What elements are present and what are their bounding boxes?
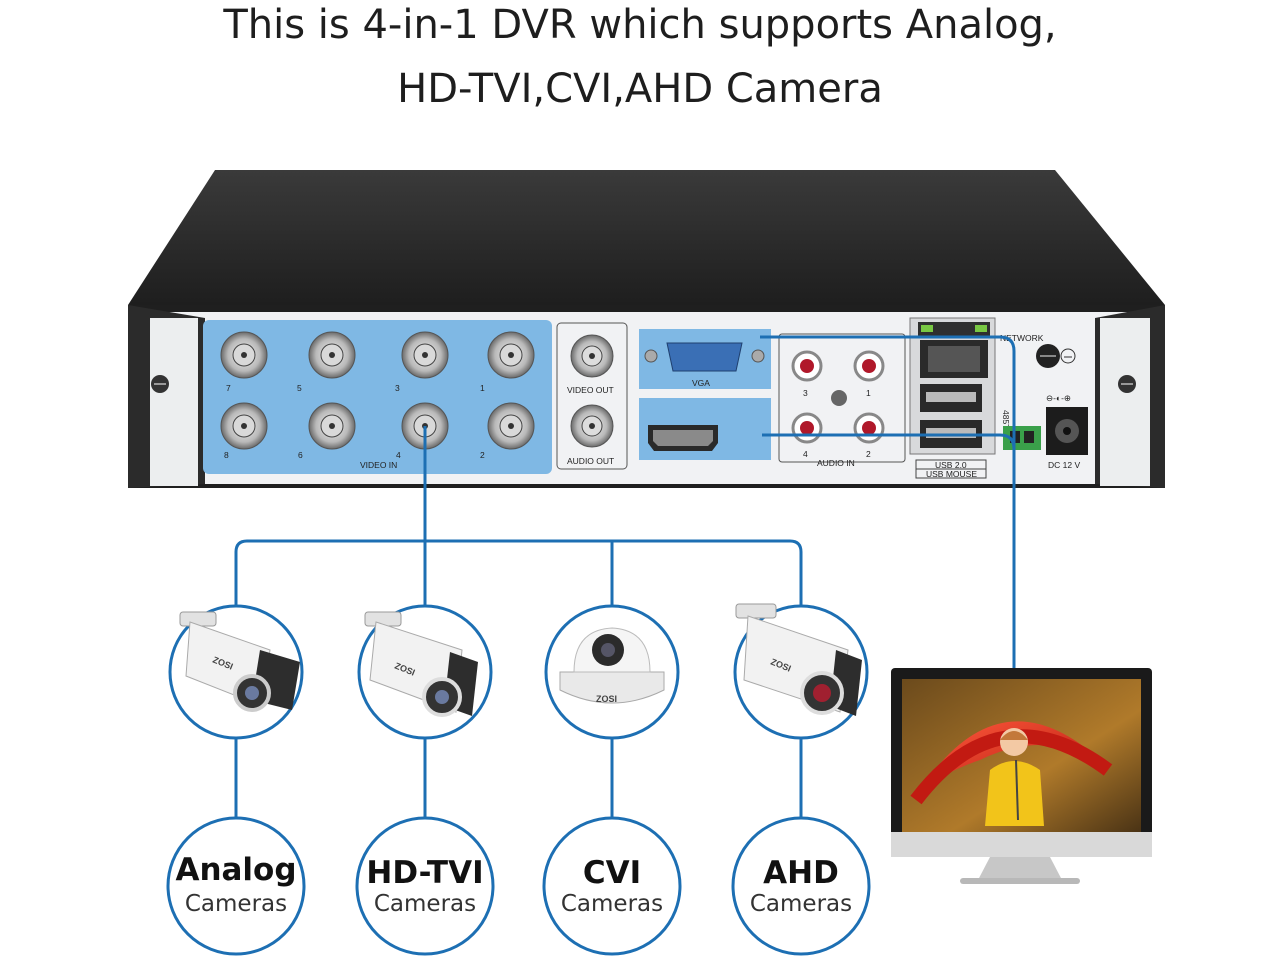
channel-number: 6: [298, 450, 303, 460]
camera-caption: Cameras: [750, 891, 852, 917]
bnc-connector-icon: [220, 331, 268, 379]
audio-out-connector-icon: [570, 404, 614, 448]
camera-caption: Cameras: [561, 891, 663, 917]
camera-type-label: CVI: [583, 855, 641, 891]
audio-in-number: 1: [866, 388, 871, 398]
audio-in-label: AUDIO IN: [817, 458, 855, 468]
ground-icon: [1060, 348, 1076, 364]
vga-to-monitor-line: [760, 335, 1016, 672]
monitor-icon: [891, 668, 1152, 884]
camera-circle-ahd: ZOSI: [733, 603, 869, 740]
bnc-connector-icon: [308, 331, 356, 379]
usb-mouse-label: USB MOUSE: [926, 469, 977, 479]
usb-label: USB 2.0: [935, 460, 967, 470]
vga-port-icon: [666, 342, 743, 372]
headline-line-1: This is 4-in-1 DVR which supports Analog…: [223, 2, 1057, 48]
bullet-camera-icon: ZOSI: [364, 611, 478, 717]
camera-type-label: HD-TVI: [366, 855, 483, 891]
bnc-connector-icon: [220, 402, 268, 450]
audio-in-number: 3: [803, 388, 808, 398]
bullet-camera-icon: ZOSI: [179, 611, 300, 712]
dc-label: DC 12 V: [1048, 460, 1080, 470]
bnc-connector-icon: [487, 402, 535, 450]
dvr-top-cover: [128, 170, 1165, 305]
rs485-label: 485T-: [1001, 410, 1011, 432]
camera-circle-analog: ZOSI: [168, 604, 304, 740]
child-raincoat: [985, 761, 1044, 826]
bnc-connector-icon: [308, 402, 356, 450]
channel-number: 1: [480, 383, 485, 393]
camera-caption: Cameras: [374, 891, 476, 917]
dvr-recorder: 7 5 3 1 8 6 4 2 VIDEO IN VIDEO OUT AUDIO…: [128, 170, 1165, 488]
hdmi-to-monitor-line: [762, 433, 1016, 450]
connection-lines: [234, 335, 1016, 820]
bnc-connector-icon: [487, 331, 535, 379]
video-out-connector-icon: [570, 334, 614, 378]
network-label: NETWORK: [1000, 333, 1044, 343]
label-circle-cvi: CVI Cameras: [542, 816, 682, 956]
label-circle-analog: Analog Cameras: [166, 816, 306, 956]
channel-number: 4: [396, 450, 401, 460]
camera-bus-line: [234, 539, 803, 608]
camera-caption: Cameras: [185, 891, 287, 917]
camera-type-label: AHD: [763, 855, 839, 891]
polarity-label: ⊖-◐-⊕: [1046, 393, 1071, 403]
camera-circle-hdtvi: ZOSI: [357, 604, 493, 740]
video-in-highlight: [203, 320, 552, 474]
channel-number: 5: [297, 383, 302, 393]
bullet-camera-icon: ZOSI: [735, 603, 862, 716]
headline-line-2: HD-TVI,CVI,AHD Camera: [397, 66, 883, 112]
audio-out-label: AUDIO OUT: [567, 456, 614, 466]
video-in-label: VIDEO IN: [360, 460, 397, 470]
label-circle-ahd: AHD Cameras: [731, 816, 871, 956]
dome-camera-icon: ZOSI: [559, 627, 665, 704]
audio-in-number: 2: [866, 449, 871, 459]
channel-number: 7: [226, 383, 231, 393]
bnc-connector-icon: [401, 331, 449, 379]
rca-audio-connector-icon: [853, 412, 885, 444]
camera-brand-logo: ZOSI: [596, 694, 617, 704]
rca-audio-connector-icon: [791, 412, 823, 444]
channel-number: 3: [395, 383, 400, 393]
rca-audio-connector-icon: [791, 350, 823, 382]
label-circle-hdtvi: HD-TVI Cameras: [355, 816, 495, 956]
audio-in-number: 4: [803, 449, 808, 459]
channel-number: 8: [224, 450, 229, 460]
camera-circle-cvi: ZOSI: [544, 604, 680, 740]
camera-type-label: Analog: [175, 852, 296, 888]
vga-label: VGA: [692, 378, 710, 388]
channel-number: 2: [480, 450, 485, 460]
screw-icon: [831, 390, 847, 406]
video-out-label: VIDEO OUT: [567, 385, 614, 395]
rca-audio-connector-icon: [853, 350, 885, 382]
bnc-video-inputs: [220, 331, 535, 450]
